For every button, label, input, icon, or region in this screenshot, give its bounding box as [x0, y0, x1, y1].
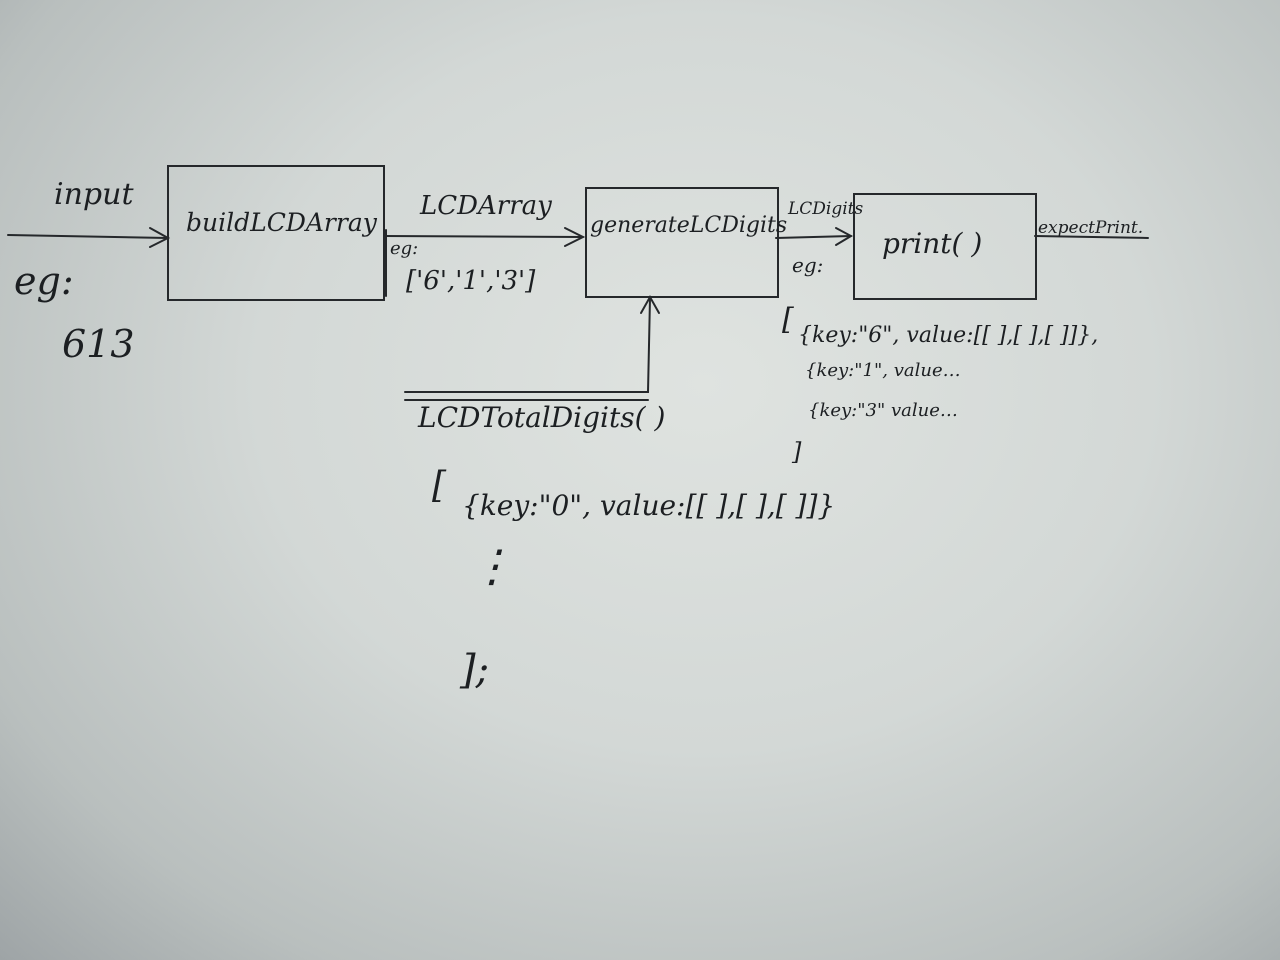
lcdigits-close-bracket: ] [792, 438, 802, 466]
total-digits-close-bracket: ]; [460, 647, 490, 693]
lcdarray-arrowhead [564, 227, 586, 247]
print-label: print( ) [882, 227, 983, 260]
lcdarray-eg-label: eg: [390, 238, 419, 259]
total-digits-label: LCDTotalDigits( ) [418, 401, 666, 434]
lcdarray-label: LCDArray [420, 191, 552, 221]
lcdarray-eg-value: ['6','1','3'] [406, 266, 536, 296]
totaldigits-connector [404, 297, 651, 393]
lcdigits-line-1: {key:"6", value:[[ ],[ ],[ ]]}, [798, 323, 1099, 348]
generate-lcdigits-label: generateLCDigits [590, 213, 788, 238]
lcdigits-arrow [775, 235, 852, 239]
lcdigits-line-3: {key:"3" value… [808, 400, 958, 421]
total-digits-line-1: {key:"0", value:[[ ],[ ],[ ]]} [462, 489, 836, 522]
total-digits-dots: ⋮ [470, 541, 514, 592]
total-digits-open-bracket: [ [432, 465, 447, 506]
lcdigits-label: LCDigits [788, 199, 864, 219]
output-label: expectPrint. [1038, 218, 1144, 238]
build-lcd-array-label: buildLCDArray [186, 208, 377, 237]
input-arrow [7, 234, 169, 239]
input-label: input [54, 177, 134, 212]
lcdarray-arrow [383, 235, 584, 238]
lcdigits-arrowhead [835, 227, 854, 246]
lcdigits-eg-label: eg: [792, 253, 824, 277]
input-eg-value: 613 [62, 322, 135, 366]
output-line [1034, 235, 1149, 239]
build-lcd-array-box [167, 165, 385, 301]
input-eg-label: eg: [14, 259, 74, 303]
lcdigits-line-2: {key:"1", value… [805, 360, 961, 381]
print-box [853, 193, 1037, 300]
generate-lcdigits-box [585, 187, 779, 298]
lcdigits-open-bracket: [ [782, 302, 794, 337]
